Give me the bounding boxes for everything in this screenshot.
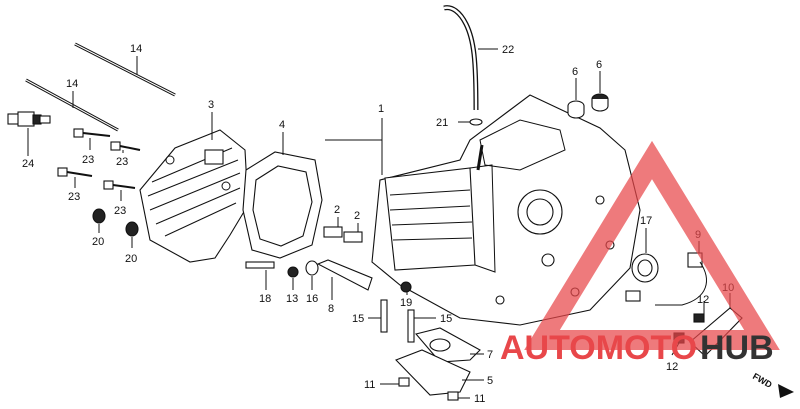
watermark-triangle-icon: [524, 140, 780, 350]
plate-5: [395, 349, 471, 396]
callout-2-b: 2: [354, 210, 360, 222]
plug-6-a: [567, 100, 585, 119]
callout-12-a: 12: [697, 294, 709, 306]
bolt-23-b: [110, 141, 141, 151]
callout-23-a: 23: [82, 154, 94, 166]
plug-6-b: [591, 93, 609, 112]
stud-14-lower: [25, 78, 119, 132]
callout-17: 17: [640, 215, 652, 227]
callout-14-a: 14: [130, 43, 142, 55]
nut-20-a: [92, 208, 106, 224]
clip-21: [469, 118, 483, 126]
breather-tube-22: [443, 5, 479, 111]
oil-seal-17: [631, 253, 659, 283]
nut-20-b: [125, 221, 139, 237]
cylinder-head-3: [139, 129, 249, 263]
callout-11-b: 11: [474, 393, 485, 405]
callout-11-a: 11: [364, 379, 375, 391]
callout-18: 18: [259, 293, 271, 305]
bolt-23-d: [103, 180, 136, 190]
callout-5: 5: [487, 375, 493, 387]
callout-3: 3: [208, 99, 214, 111]
callout-16: 16: [306, 293, 318, 305]
dowel-pin-2-b: [343, 231, 363, 243]
callout-1: 1: [378, 103, 384, 115]
callout-20-b: 20: [125, 253, 137, 265]
bracket-8: [316, 259, 373, 291]
callout-15-b: 15: [440, 313, 452, 325]
stud-15-a: [380, 299, 388, 333]
callout-15-a: 15: [352, 313, 364, 325]
callout-4: 4: [279, 119, 285, 131]
spark-plug-24: [7, 111, 51, 152]
head-gasket-4: [242, 151, 323, 259]
fwd-label: FWD: [751, 371, 774, 390]
callout-6-b: 6: [596, 59, 602, 71]
callout-6-a: 6: [572, 66, 578, 78]
watermark-text-red: AUTOMOTO: [500, 329, 697, 367]
forward-direction: FWD: [751, 371, 794, 398]
bolt-23-a: [73, 128, 111, 138]
callout-21: 21: [436, 117, 448, 129]
nut-13: [287, 266, 299, 278]
watermark: AUTOMOTO HUB: [500, 140, 780, 367]
callout-8: 8: [328, 303, 334, 315]
dowel-pin-2-a: [323, 226, 343, 238]
washer-16: [305, 260, 319, 276]
bolt-11-a: [398, 377, 410, 387]
callout-22: 22: [502, 44, 514, 56]
callout-24: 24: [22, 158, 34, 170]
callout-23-b: 23: [116, 156, 128, 168]
bolt-11-b: [447, 391, 459, 401]
callout-19: 19: [400, 297, 412, 309]
watermark-text-dark: HUB: [700, 329, 774, 367]
bolt-12-a: [693, 313, 705, 323]
callout-23-c: 23: [68, 191, 80, 203]
bolt-23-c: [57, 167, 93, 177]
callout-13: 13: [286, 293, 298, 305]
callout-20-a: 20: [92, 236, 104, 248]
callout-2-a: 2: [334, 204, 340, 216]
callout-14-b: 14: [66, 78, 78, 90]
crankcase-1: [371, 94, 641, 326]
stud-15-b: [407, 309, 415, 343]
stud-14-upper: [74, 42, 176, 97]
washer-19: [400, 281, 412, 293]
stud-18: [245, 261, 275, 269]
callout-7: 7: [487, 349, 493, 361]
sensor-9: [625, 252, 707, 306]
callout-23-d: 23: [114, 205, 126, 217]
fwd-arrow-icon: [778, 384, 794, 398]
callout-12-b: 12: [666, 361, 678, 373]
